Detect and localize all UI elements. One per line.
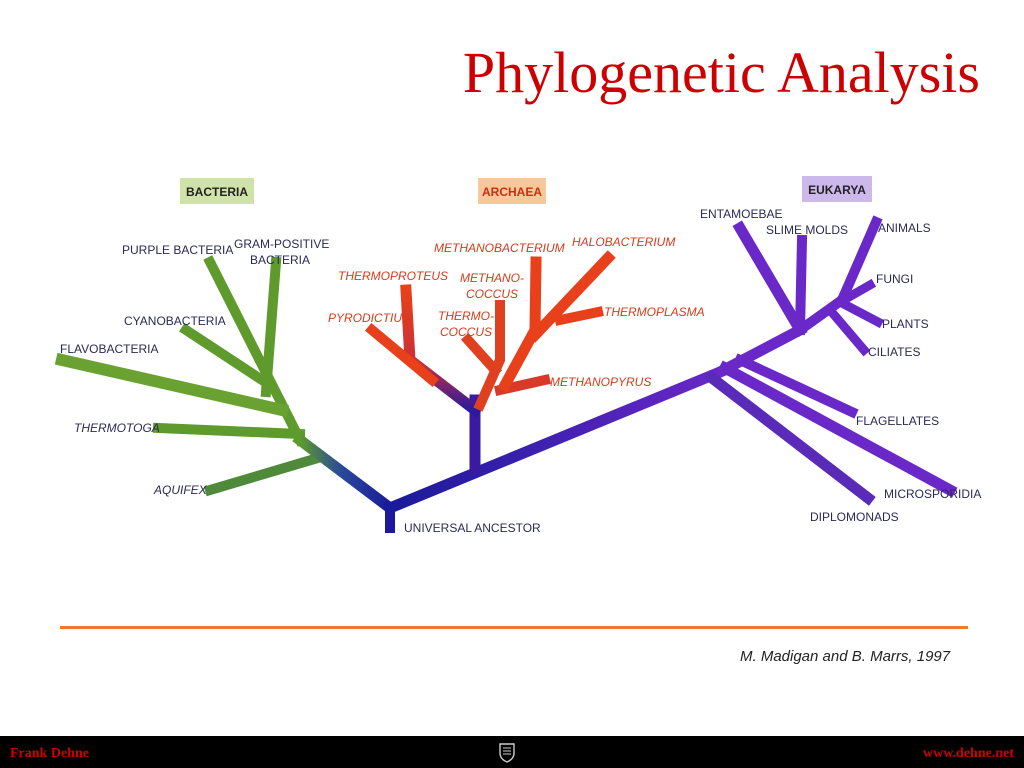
label-diplomonads: DIPLOMONADS <box>810 510 899 524</box>
label-cyanobacteria: CYANOBACTERIA <box>124 314 226 328</box>
page-title: Phylogenetic Analysis <box>462 40 980 105</box>
eukarya-domain-label: EUKARYA <box>802 176 872 202</box>
label-gram-positive-1: GRAM-POSITIVE <box>234 237 329 251</box>
footer-author: Frank Dehne <box>10 746 89 761</box>
label-methanopyrus: METHANOPYRUS <box>550 375 651 389</box>
label-gram-positive-2: BACTERIA <box>250 253 310 267</box>
footer-bar: Frank Dehne www.dehne.net <box>0 736 1024 768</box>
phylogenetic-tree: BACTERIA ARCHAEA EUKARYA <box>54 176 981 535</box>
label-pyrodictium: PYRODICTIUM <box>328 311 412 325</box>
label-thermoplasma: THERMOPLASMA <box>604 305 705 319</box>
label-methanobacterium: METHANOBACTERIUM <box>434 241 565 255</box>
label-methanococcus-1: METHANO- <box>460 271 524 285</box>
label-slime-molds: SLIME MOLDS <box>766 223 848 237</box>
eukarya-branches <box>704 215 958 506</box>
label-halobacterium: HALOBACTERIUM <box>572 235 675 249</box>
tree-trunk <box>382 364 728 533</box>
label-fungi: FUNGI <box>876 272 913 286</box>
label-animals: ANIMALS <box>878 221 931 235</box>
bacteria-branches <box>54 255 398 516</box>
label-universal-ancestor: UNIVERSAL ANCESTOR <box>404 521 541 535</box>
label-microsporidia: MICROSPORIDIA <box>884 487 981 501</box>
label-thermococcus-2: COCCUS <box>440 325 492 339</box>
label-flagellates: FLAGELLATES <box>856 414 939 428</box>
svg-text:EUKARYA: EUKARYA <box>808 183 866 197</box>
crest-icon <box>499 743 515 763</box>
citation: M. Madigan and B. Marrs, 1997 <box>740 648 951 665</box>
archaea-branches <box>364 250 616 474</box>
svg-text:ARCHAEA: ARCHAEA <box>482 185 542 199</box>
label-thermococcus-1: THERMO- <box>438 309 494 323</box>
svg-text:BACTERIA: BACTERIA <box>186 185 248 199</box>
archaea-domain-label: ARCHAEA <box>478 178 546 204</box>
label-entamoebae: ENTAMOEBAE <box>700 207 782 221</box>
label-methanococcus-2: COCCUS <box>466 287 518 301</box>
label-thermotoga: THERMOTOGA <box>74 421 160 435</box>
divider-rule <box>60 626 968 629</box>
label-flavobacteria: FLAVOBACTERIA <box>60 342 158 356</box>
label-purple-bacteria: PURPLE BACTERIA <box>122 243 233 257</box>
label-thermoproteus: THERMOPROTEUS <box>338 269 448 283</box>
label-plants: PLANTS <box>882 317 929 331</box>
bacteria-domain-label: BACTERIA <box>180 178 254 204</box>
footer-website: www.dehne.net <box>922 746 1014 761</box>
label-aquifex: AQUIFEX <box>153 483 208 497</box>
label-ciliates: CILIATES <box>868 345 920 359</box>
